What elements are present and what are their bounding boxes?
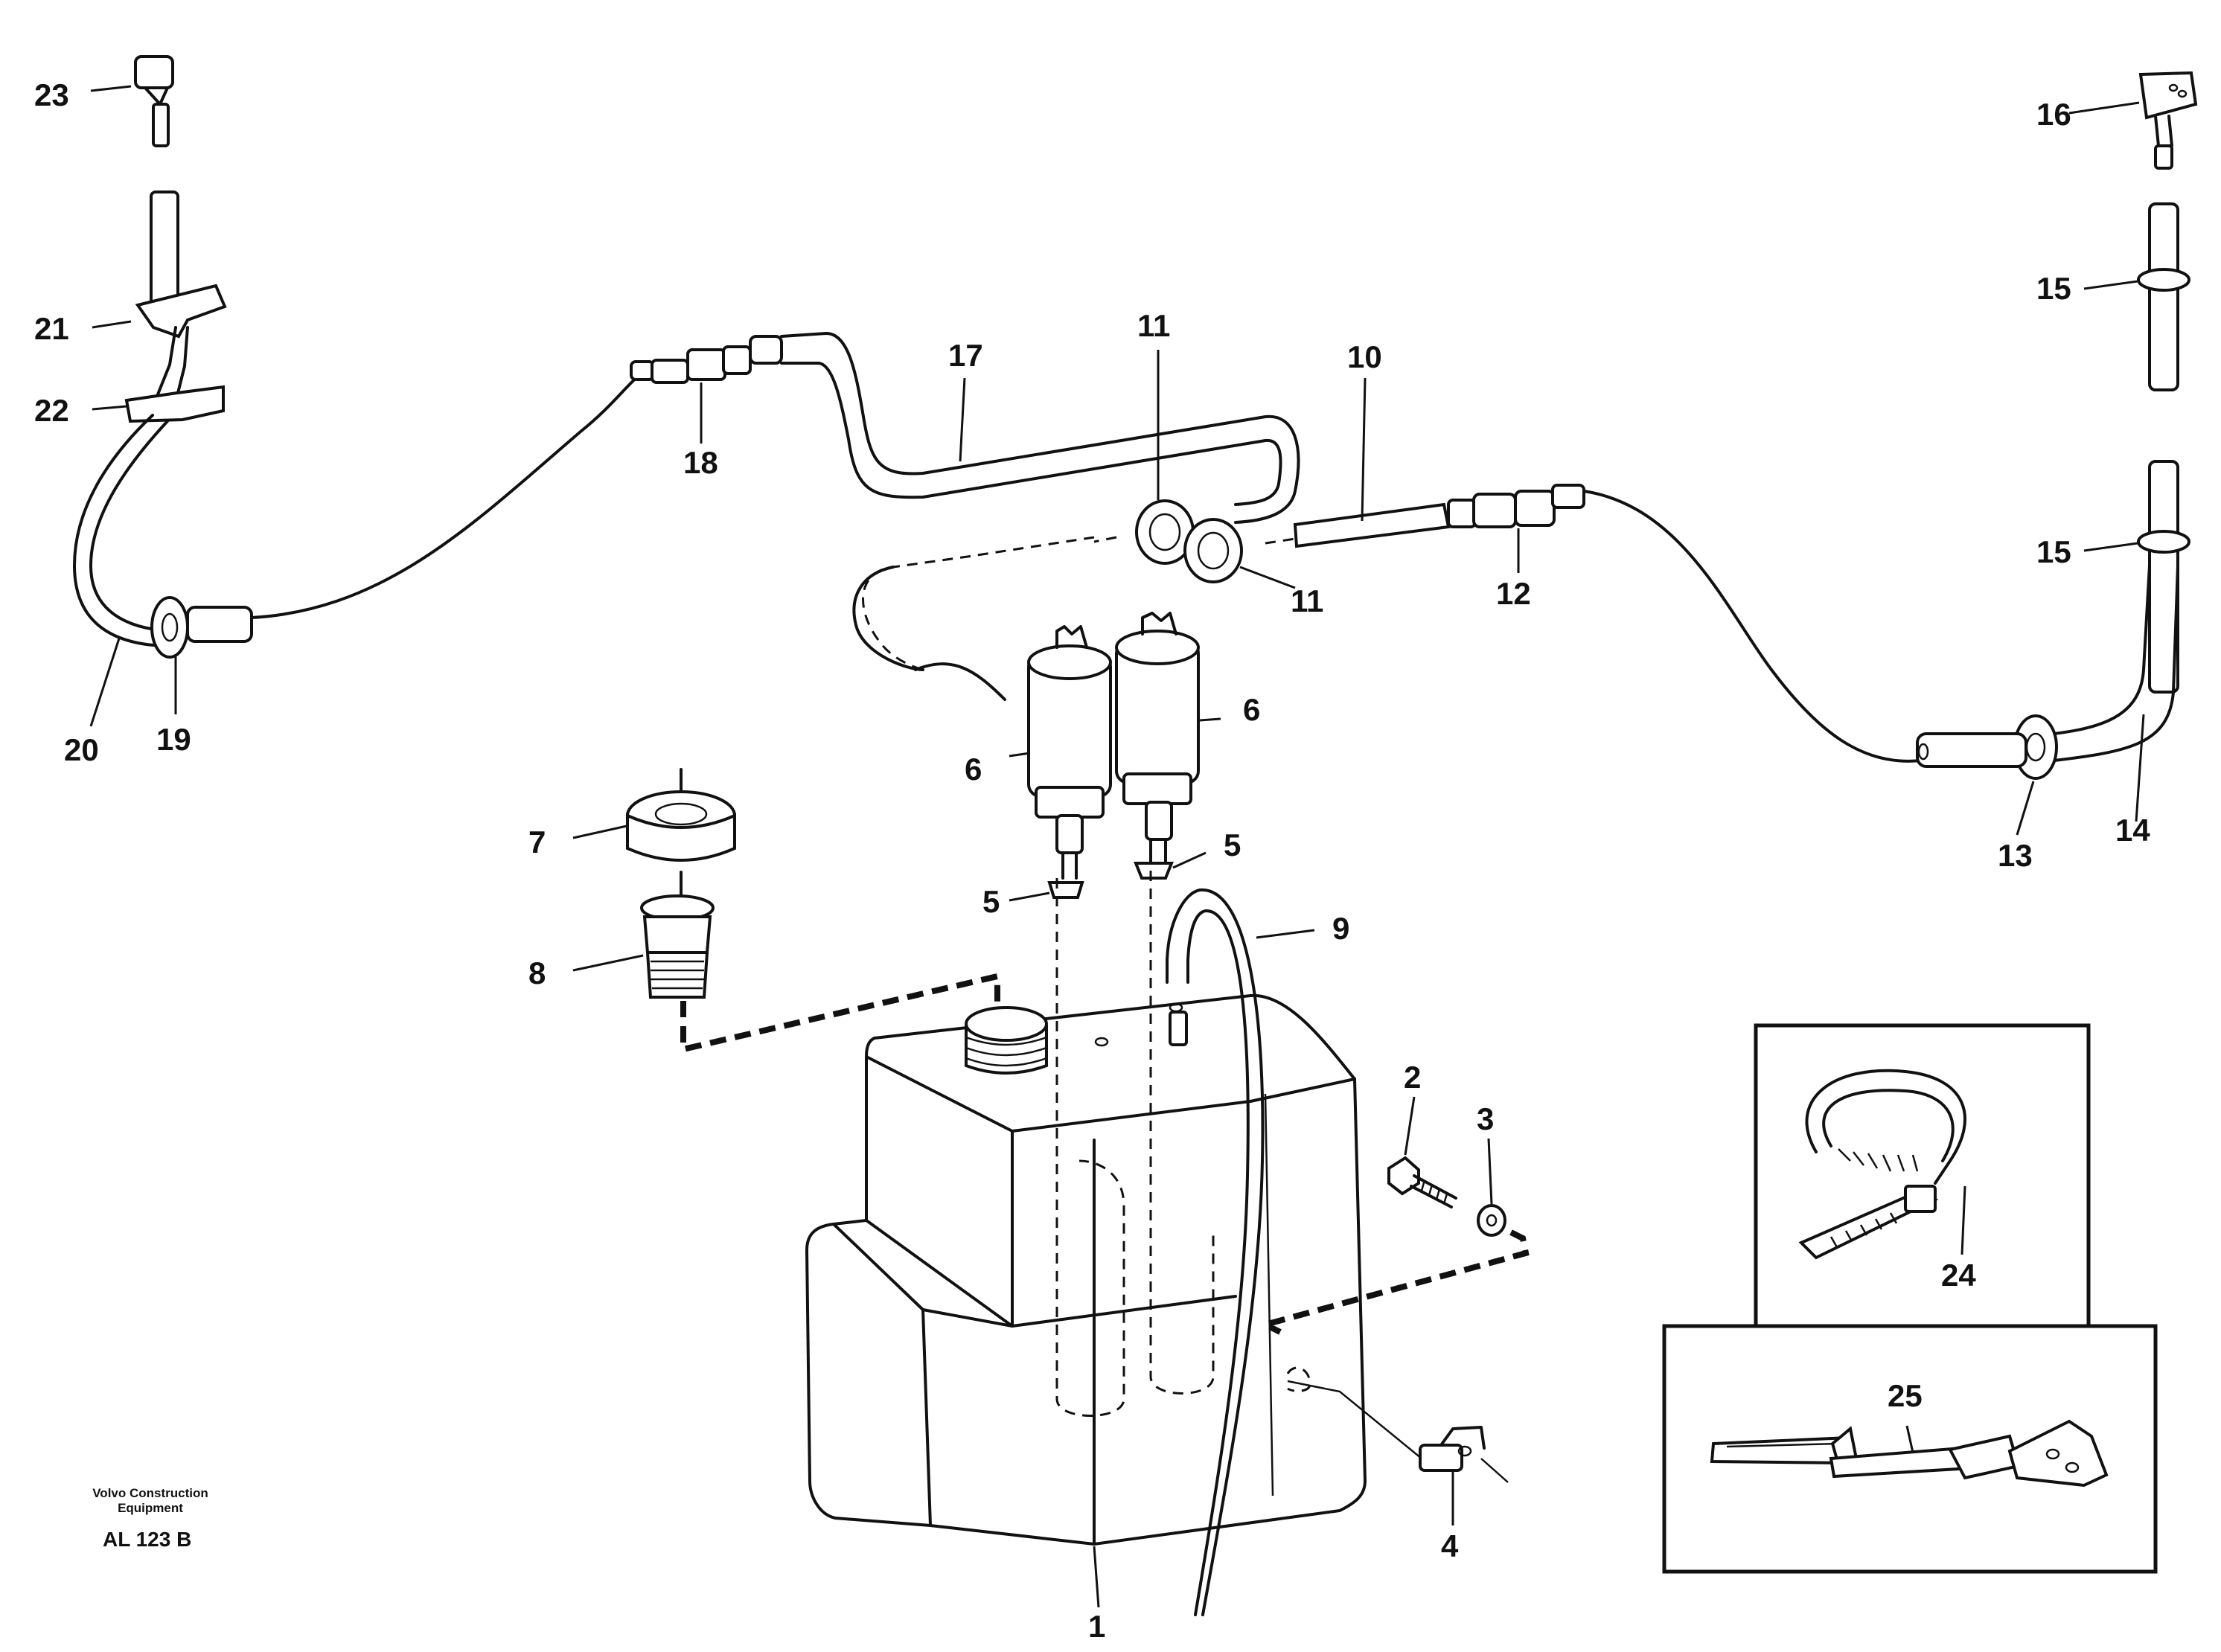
callout-6-left: 6	[965, 752, 982, 787]
inset-strap-25	[1662, 1324, 2158, 1574]
strainer-8	[640, 871, 1000, 1054]
callout-24: 24	[1941, 1258, 1976, 1293]
washer-3	[1477, 1204, 1506, 1237]
filler-cap-7	[626, 768, 736, 862]
bolt-mounting-path	[1256, 1229, 1530, 1335]
callout-10: 10	[1347, 339, 1382, 374]
callout-15-top: 15	[2036, 271, 2071, 306]
tank-mounting-hole	[1286, 1366, 1311, 1392]
callout-8: 8	[528, 955, 546, 990]
callout-11-top: 11	[1137, 308, 1170, 343]
callout-5-right: 5	[1224, 827, 1241, 862]
callout-18: 18	[683, 445, 718, 480]
clip-4	[1419, 1426, 1509, 1483]
callout-labels: 23 21 22 20 19 18 17 11 11 10 12 6 6 5 5…	[34, 77, 2150, 1644]
hose-9	[1166, 888, 1265, 1616]
callout-14: 14	[2115, 813, 2150, 848]
callout-1: 1	[1088, 1609, 1105, 1644]
callout-2: 2	[1404, 1060, 1421, 1095]
pump-right	[1115, 612, 1200, 869]
inset-cable-tie-24	[1754, 1023, 2091, 1328]
clip-guide-line	[1287, 1380, 1422, 1459]
grommets-11	[1093, 499, 1296, 583]
callout-12: 12	[1496, 576, 1531, 611]
callout-11-bottom: 11	[1291, 583, 1323, 618]
callout-13: 13	[1998, 838, 2033, 873]
drawing-code: AL 123 B	[103, 1528, 191, 1551]
callout-4: 4	[1441, 1528, 1459, 1563]
leader-lines	[89, 85, 2145, 1608]
callout-19: 19	[156, 722, 191, 757]
callout-21: 21	[34, 311, 69, 346]
brand-line-1: Volvo Construction	[92, 1486, 208, 1500]
callout-25: 25	[1888, 1378, 1923, 1413]
callout-22: 22	[34, 393, 69, 428]
callout-7: 7	[528, 825, 546, 859]
bolt-2	[1387, 1156, 1457, 1208]
pump-left	[914, 625, 1112, 880]
callout-17: 17	[948, 338, 983, 373]
callout-9: 9	[1332, 911, 1349, 946]
drawing-identification: Volvo Construction Equipment AL 123 B	[92, 1486, 208, 1551]
washer-tank-1	[805, 871, 1367, 1546]
callout-6-right: 6	[1243, 692, 1260, 727]
callout-20: 20	[64, 732, 99, 767]
callout-15-bottom: 15	[2036, 534, 2071, 569]
left-nozzle-assembly	[73, 55, 649, 659]
seals-5	[1047, 862, 1174, 899]
hose-17-assembly	[630, 332, 1300, 671]
callout-16: 16	[2036, 97, 2071, 132]
callout-3: 3	[1477, 1101, 1494, 1136]
callout-5-left: 5	[982, 884, 1000, 919]
right-nozzle-assembly	[1916, 71, 2198, 780]
hose-10-and-connector-12	[1293, 484, 1922, 763]
brand-line-2: Equipment	[118, 1501, 183, 1515]
callout-23: 23	[34, 77, 69, 112]
